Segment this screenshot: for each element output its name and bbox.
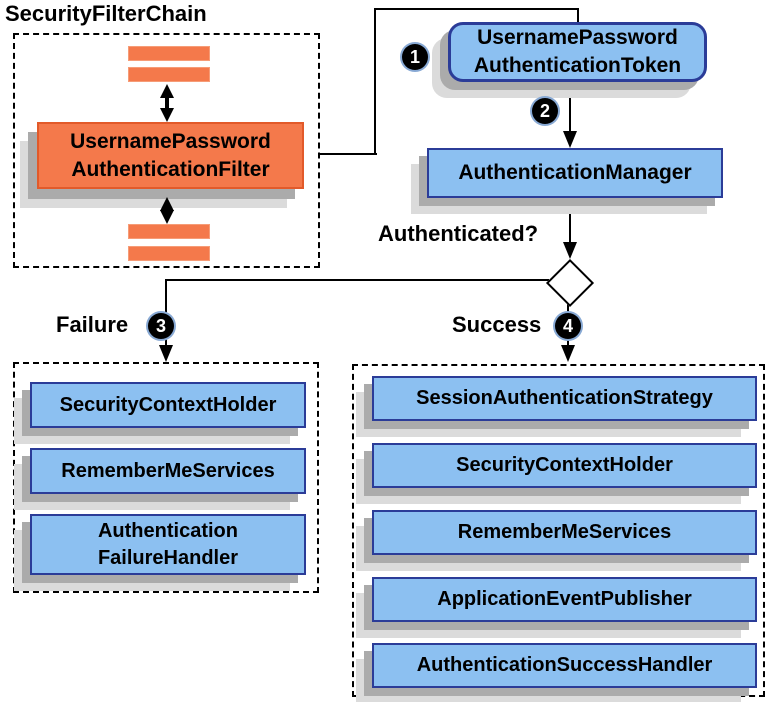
authenticated-question-label: Authenticated? bbox=[378, 221, 539, 246]
security-context-holder-box: SecurityContextHolder bbox=[30, 382, 306, 428]
success-handlers-container bbox=[352, 364, 765, 697]
username-password-authentication-filter-box: UsernamePassword AuthenticationFilter bbox=[37, 122, 304, 189]
success-label: Success bbox=[452, 312, 542, 337]
step-2-badge: 2 bbox=[532, 98, 558, 124]
authentication-manager-box: AuthenticationManager bbox=[427, 148, 723, 198]
authentication-success-handler-box: AuthenticationSuccessHandler bbox=[372, 643, 757, 688]
remember-me-services-box: RememberMeServices bbox=[372, 510, 757, 555]
step-4-badge: 4 bbox=[555, 313, 581, 339]
remember-me-services-box: RememberMeServices bbox=[30, 448, 306, 494]
failure-handlers-container bbox=[13, 362, 319, 593]
failure-label: Failure bbox=[56, 312, 129, 337]
session-authentication-strategy-box: SessionAuthenticationStrategy bbox=[372, 376, 757, 421]
username-password-authentication-token-box: UsernamePassword AuthenticationToken bbox=[448, 22, 707, 82]
authentication-failure-handler-box: Authentication FailureHandler bbox=[30, 514, 306, 575]
security-filter-chain-title: SecurityFilterChain bbox=[5, 1, 207, 26]
step-1-badge: 1 bbox=[402, 44, 428, 70]
security-filter-chain-container bbox=[13, 33, 320, 268]
security-context-holder-box: SecurityContextHolder bbox=[372, 443, 757, 488]
decision-diamond bbox=[545, 258, 595, 308]
application-event-publisher-box: ApplicationEventPublisher bbox=[372, 577, 757, 622]
step-3-badge: 3 bbox=[148, 313, 174, 339]
filter-placeholder-bar bbox=[128, 224, 210, 239]
filter-placeholder-bar bbox=[128, 46, 210, 61]
filter-placeholder-bar bbox=[128, 246, 210, 261]
filter-placeholder-bar bbox=[128, 67, 210, 82]
